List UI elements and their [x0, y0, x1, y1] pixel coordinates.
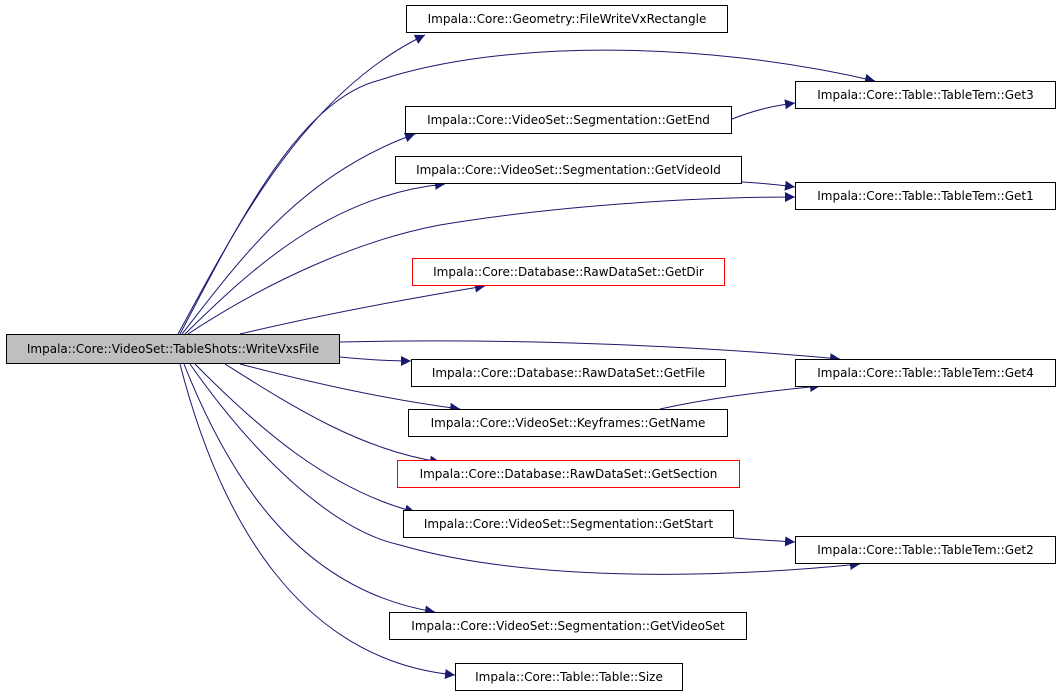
edge-root-to-get_dir: [239, 282, 486, 335]
node-get-video-set[interactable]: Impala::Core::VideoSet::Segmentation::Ge…: [389, 612, 747, 640]
edge-get_end-to-get3: [731, 99, 796, 120]
node-get-file[interactable]: Impala::Core::Database::RawDataSet::GetF…: [411, 359, 726, 387]
edge-root-to-get1: [187, 192, 796, 335]
edge-root-to-get_section: [224, 363, 441, 466]
root-node-write-vxs-file: Impala::Core::VideoSet::TableShots::Writ…: [6, 334, 340, 364]
edge-root-to-get3: [179, 49, 876, 335]
node-get-start[interactable]: Impala::Core::VideoSet::Segmentation::Ge…: [403, 510, 734, 538]
node-get1[interactable]: Impala::Core::Table::TableTem::Get1: [795, 182, 1056, 210]
edge-root-to-get_file: [339, 355, 412, 366]
edge-root-to-get4: [339, 340, 841, 364]
node-get-name[interactable]: Impala::Core::VideoSet::Keyframes::GetNa…: [408, 409, 728, 437]
node-get-end[interactable]: Impala::Core::VideoSet::Segmentation::Ge…: [405, 106, 732, 134]
node-get2[interactable]: Impala::Core::Table::TableTem::Get2: [795, 536, 1056, 564]
edge-get_video_id-to-get1: [741, 180, 796, 191]
edge-root-to-get_video_set: [183, 363, 436, 616]
node-get-video-id[interactable]: Impala::Core::VideoSet::Segmentation::Ge…: [395, 156, 742, 184]
node-get-dir[interactable]: Impala::Core::Database::RawDataSet::GetD…: [412, 258, 725, 286]
edge-root-to-get_end: [181, 132, 416, 335]
node-get3[interactable]: Impala::Core::Table::TableTem::Get3: [795, 81, 1056, 109]
edge-root-to-get2: [189, 363, 861, 575]
edges-layer: [177, 34, 876, 680]
node-get-section[interactable]: Impala::Core::Database::RawDataSet::GetS…: [397, 460, 740, 488]
node-file-write-vx-rectangle[interactable]: Impala::Core::Geometry::FileWriteVxRecta…: [406, 5, 728, 33]
edge-root-to-get_video_id: [184, 179, 446, 335]
edge-root-to-get_start: [194, 363, 416, 515]
node-get4[interactable]: Impala::Core::Table::TableTem::Get4: [795, 359, 1056, 387]
edge-root-to-size: [179, 363, 456, 680]
edge-root-to-get_name: [239, 363, 461, 413]
edge-get_name-to-get4: [659, 382, 821, 410]
edge-get_start-to-get2: [733, 536, 796, 547]
node-size[interactable]: Impala::Core::Table::Table::Size: [455, 663, 683, 691]
edge-root-to-file_write_vx_rectangle: [177, 34, 426, 335]
